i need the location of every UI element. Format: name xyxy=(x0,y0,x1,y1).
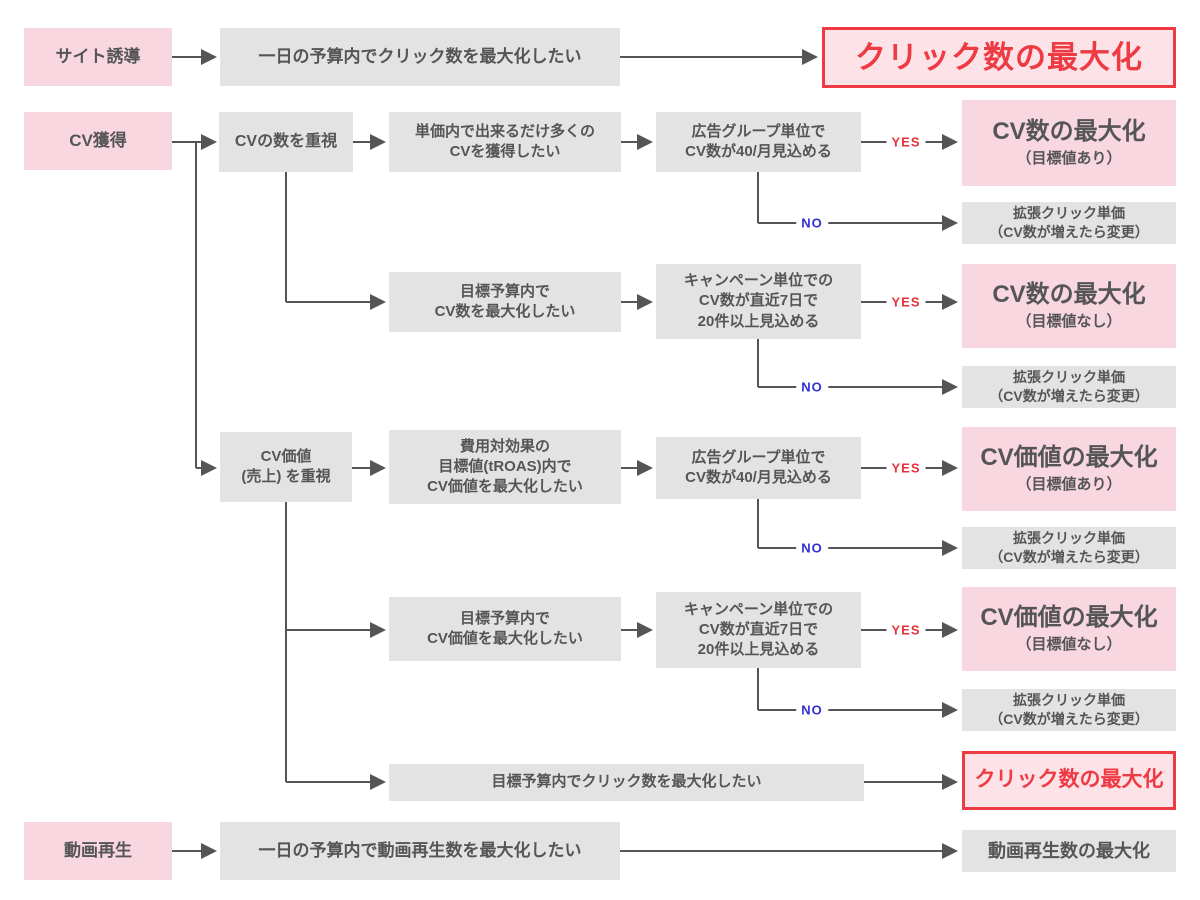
branch-label: CVの数を重視 xyxy=(234,133,338,151)
no-label: NO xyxy=(796,379,828,395)
result-label: クリック数の最大化 xyxy=(855,39,1143,75)
condition-box-campaign-1: キャンペーン単位での CV数が直近7日で 20件以上見込める xyxy=(656,264,861,339)
result-box-ecpc-4: 拡張クリック単価 （CV数が増えたら変更） xyxy=(962,689,1176,731)
category-label: サイト誘導 xyxy=(55,46,141,66)
yes-label: YES xyxy=(886,622,926,638)
result-box-video-max: 動画再生数の最大化 xyxy=(962,830,1176,872)
result-subtitle: （目標値あり） xyxy=(1016,476,1122,494)
no-label: NO xyxy=(796,540,828,556)
condition-label: 広告グループ単位で CV数が40/月見込める xyxy=(685,448,832,486)
question-box-cv-value-2: 目標予算内で CV価値を最大化したい xyxy=(389,597,621,661)
result-label: 動画再生数の最大化 xyxy=(988,840,1150,861)
question-box-site: 一日の予算内でクリック数を最大化したい xyxy=(220,28,620,86)
yes-label: YES xyxy=(886,134,926,150)
question-box-video: 一日の予算内で動画再生数を最大化したい xyxy=(220,822,620,880)
result-label: 拡張クリック単価 （CV数が増えたら変更） xyxy=(989,205,1149,240)
category-box-site: サイト誘導 xyxy=(24,28,172,86)
condition-box-adgroup-2: 広告グループ単位で CV数が40/月見込める xyxy=(656,437,861,499)
result-box-cvv-max-target: CV価値の最大化 （目標値あり） xyxy=(962,427,1176,511)
result-subtitle: （目標値なし） xyxy=(1016,636,1122,654)
result-title: CV数の最大化 xyxy=(992,280,1146,308)
result-title: CV価値の最大化 xyxy=(980,603,1158,631)
result-label: 拡張クリック単価 （CV数が増えたら変更） xyxy=(989,530,1149,565)
branch-box-cv-value: CV価値 (売上) を重視 xyxy=(220,432,352,502)
result-box-budget-click-max: クリック数の最大化 xyxy=(962,751,1176,810)
result-box-ecpc-1: 拡張クリック単価 （CV数が増えたら変更） xyxy=(962,202,1176,244)
condition-label: キャンペーン単位での CV数が直近7日で 20件以上見込める xyxy=(683,272,834,330)
branch-box-cv-count: CVの数を重視 xyxy=(219,112,353,172)
result-box-cv-max-no-target: CV数の最大化 （目標値なし） xyxy=(962,264,1176,348)
branch-label: CV価値 (売上) を重視 xyxy=(241,447,331,485)
result-box-ecpc-2: 拡張クリック単価 （CV数が増えたら変更） xyxy=(962,366,1176,408)
question-box-cv-value-1: 費用対効果の 目標値(tROAS)内で CV価値を最大化したい xyxy=(389,430,621,504)
condition-label: 広告グループ単位で CV数が40/月見込める xyxy=(685,122,832,160)
question-label: 目標予算内でクリック数を最大化したい xyxy=(491,773,762,791)
question-box-cv-count-1: 単価内で出来るだけ多くの CVを獲得したい xyxy=(389,112,621,172)
question-label: 一日の予算内でクリック数を最大化したい xyxy=(258,46,582,66)
result-label: 拡張クリック単価 （CV数が増えたら変更） xyxy=(989,369,1149,404)
result-title: CV数の最大化 xyxy=(992,117,1146,145)
question-label: 単価内で出来るだけ多くの CVを獲得したい xyxy=(414,122,595,160)
question-box-budget-click: 目標予算内でクリック数を最大化したい xyxy=(389,764,864,801)
no-label: NO xyxy=(796,215,828,231)
result-label: 拡張クリック単価 （CV数が増えたら変更） xyxy=(989,692,1149,727)
result-box-ecpc-3: 拡張クリック単価 （CV数が増えたら変更） xyxy=(962,527,1176,569)
question-label: 目標予算内で CV価値を最大化したい xyxy=(427,609,583,647)
condition-label: キャンペーン単位での CV数が直近7日で 20件以上見込める xyxy=(683,600,834,659)
result-box-cv-max-target: CV数の最大化 （目標値あり） xyxy=(962,100,1176,186)
condition-box-campaign-2: キャンペーン単位での CV数が直近7日で 20件以上見込める xyxy=(656,592,861,668)
result-box-click-max: クリック数の最大化 xyxy=(822,27,1176,88)
question-label: 目標予算内で CV数を最大化したい xyxy=(434,282,576,320)
category-label: CV獲得 xyxy=(69,130,127,150)
result-box-cvv-max-no-target: CV価値の最大化 （目標値なし） xyxy=(962,587,1176,671)
condition-box-adgroup-1: 広告グループ単位で CV数が40/月見込める xyxy=(656,112,861,172)
question-label: 費用対効果の 目標値(tROAS)内で CV価値を最大化したい xyxy=(427,437,583,496)
question-box-cv-count-2: 目標予算内で CV数を最大化したい xyxy=(389,272,621,332)
result-label: クリック数の最大化 xyxy=(974,768,1164,792)
yes-label: YES xyxy=(886,294,926,310)
category-label: 動画再生 xyxy=(64,840,132,860)
no-label: NO xyxy=(796,702,828,718)
result-subtitle: （目標値あり） xyxy=(1016,150,1122,168)
result-title: CV価値の最大化 xyxy=(980,443,1158,471)
yes-label: YES xyxy=(886,460,926,476)
result-subtitle: （目標値なし） xyxy=(1016,313,1122,331)
category-box-video: 動画再生 xyxy=(24,822,172,880)
category-box-cv: CV獲得 xyxy=(24,112,172,170)
question-label: 一日の予算内で動画再生数を最大化したい xyxy=(258,840,582,860)
